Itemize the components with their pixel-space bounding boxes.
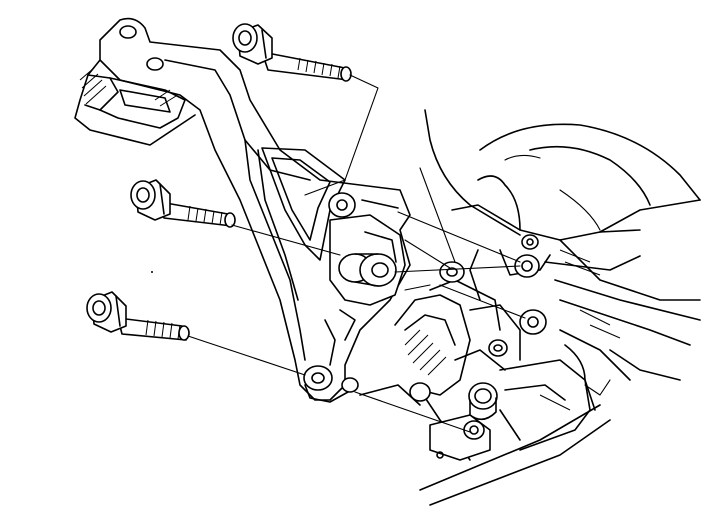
mounting-bracket	[74, 17, 411, 403]
flange-bolt-bottom	[86, 291, 190, 341]
engine-block	[359, 109, 701, 506]
flange-bolt-middle	[130, 179, 236, 228]
alignment-leader-lines	[187, 74, 526, 433]
stray-mark	[151, 271, 153, 273]
flange-bolt-top	[232, 23, 352, 82]
